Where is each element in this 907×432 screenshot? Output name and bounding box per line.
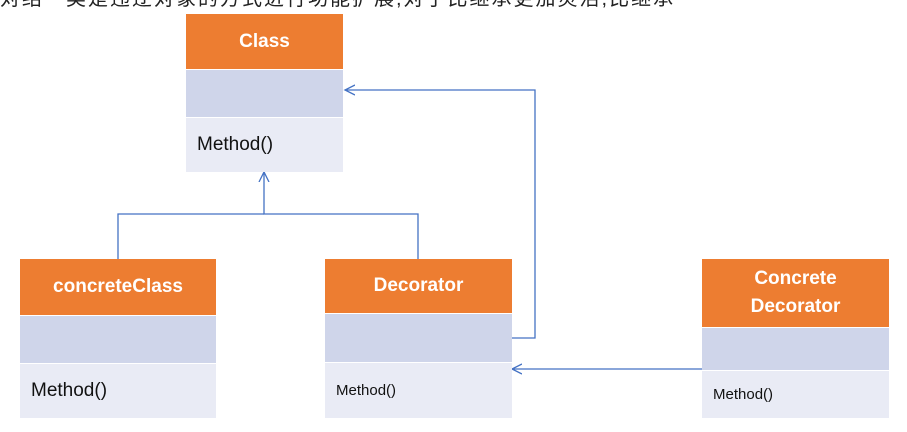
concrete-class-box-method: Method() bbox=[20, 363, 216, 418]
decorator-box-method: Method() bbox=[325, 362, 512, 418]
concrete-decorator-box-method: Method() bbox=[702, 370, 889, 418]
concrete-decorator-box-header: Concrete Decorator bbox=[702, 259, 889, 327]
inheritance-connector-concreteclass bbox=[117, 213, 264, 259]
concrete-decorator-box: Concrete Decorator Method() bbox=[702, 259, 889, 418]
concrete-class-box-header: concreteClass bbox=[20, 259, 216, 315]
decorator-box-header: Decorator bbox=[325, 259, 512, 313]
class-box-method: Method() bbox=[186, 117, 343, 172]
class-box: Class Method() bbox=[186, 14, 343, 172]
inheritance-connector-decorator bbox=[264, 172, 419, 259]
cropped-caption-text: 对结一类是违迂对象的方式进行功能扩展,对于比继承更加灵活,比继承 bbox=[0, 0, 675, 9]
aggregation-connector-decorator-to-class bbox=[345, 90, 536, 339]
concrete-class-box: concreteClass Method() bbox=[20, 259, 216, 418]
concrete-class-box-attributes bbox=[20, 315, 216, 363]
decorator-box: Decorator Method() bbox=[325, 259, 512, 418]
class-box-header: Class bbox=[186, 14, 343, 69]
class-box-attributes bbox=[186, 69, 343, 117]
cropped-caption-strip: 对结一类是违迂对象的方式进行功能扩展,对于比继承更加灵活,比继承 bbox=[0, 0, 907, 12]
decorator-box-attributes bbox=[325, 313, 512, 362]
concrete-decorator-box-attributes bbox=[702, 327, 889, 370]
